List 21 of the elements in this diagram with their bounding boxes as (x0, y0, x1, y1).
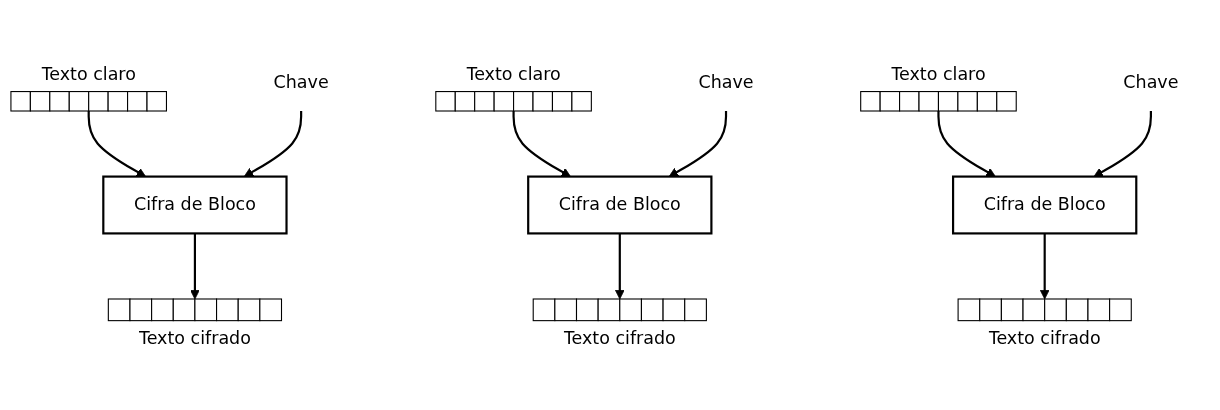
node-label: Texto cifrado (988, 327, 1101, 348)
node-text: Chave (698, 71, 754, 93)
node-label: Texto claro (41, 63, 136, 84)
node-box: Cifra de Bloco (102, 175, 288, 235)
arrow (190, 233, 200, 300)
node-label: Texto claro (891, 63, 986, 84)
node-label: Texto cifrado (563, 327, 676, 348)
arrow (243, 111, 303, 177)
arrow (512, 111, 571, 177)
node-text: Chave (1123, 71, 1179, 93)
node-box: Cifra de Bloco (527, 175, 713, 235)
node-label: Texto claro (466, 63, 561, 84)
arrow (937, 111, 996, 177)
node-box: Cifra de Bloco (952, 175, 1138, 235)
arrow (1093, 111, 1152, 177)
node-text: Chave (273, 71, 329, 93)
arrow (615, 233, 625, 300)
node-label: Texto cifrado (138, 327, 251, 348)
arrow (1039, 233, 1050, 300)
arrow (668, 111, 728, 177)
arrow (87, 111, 147, 177)
